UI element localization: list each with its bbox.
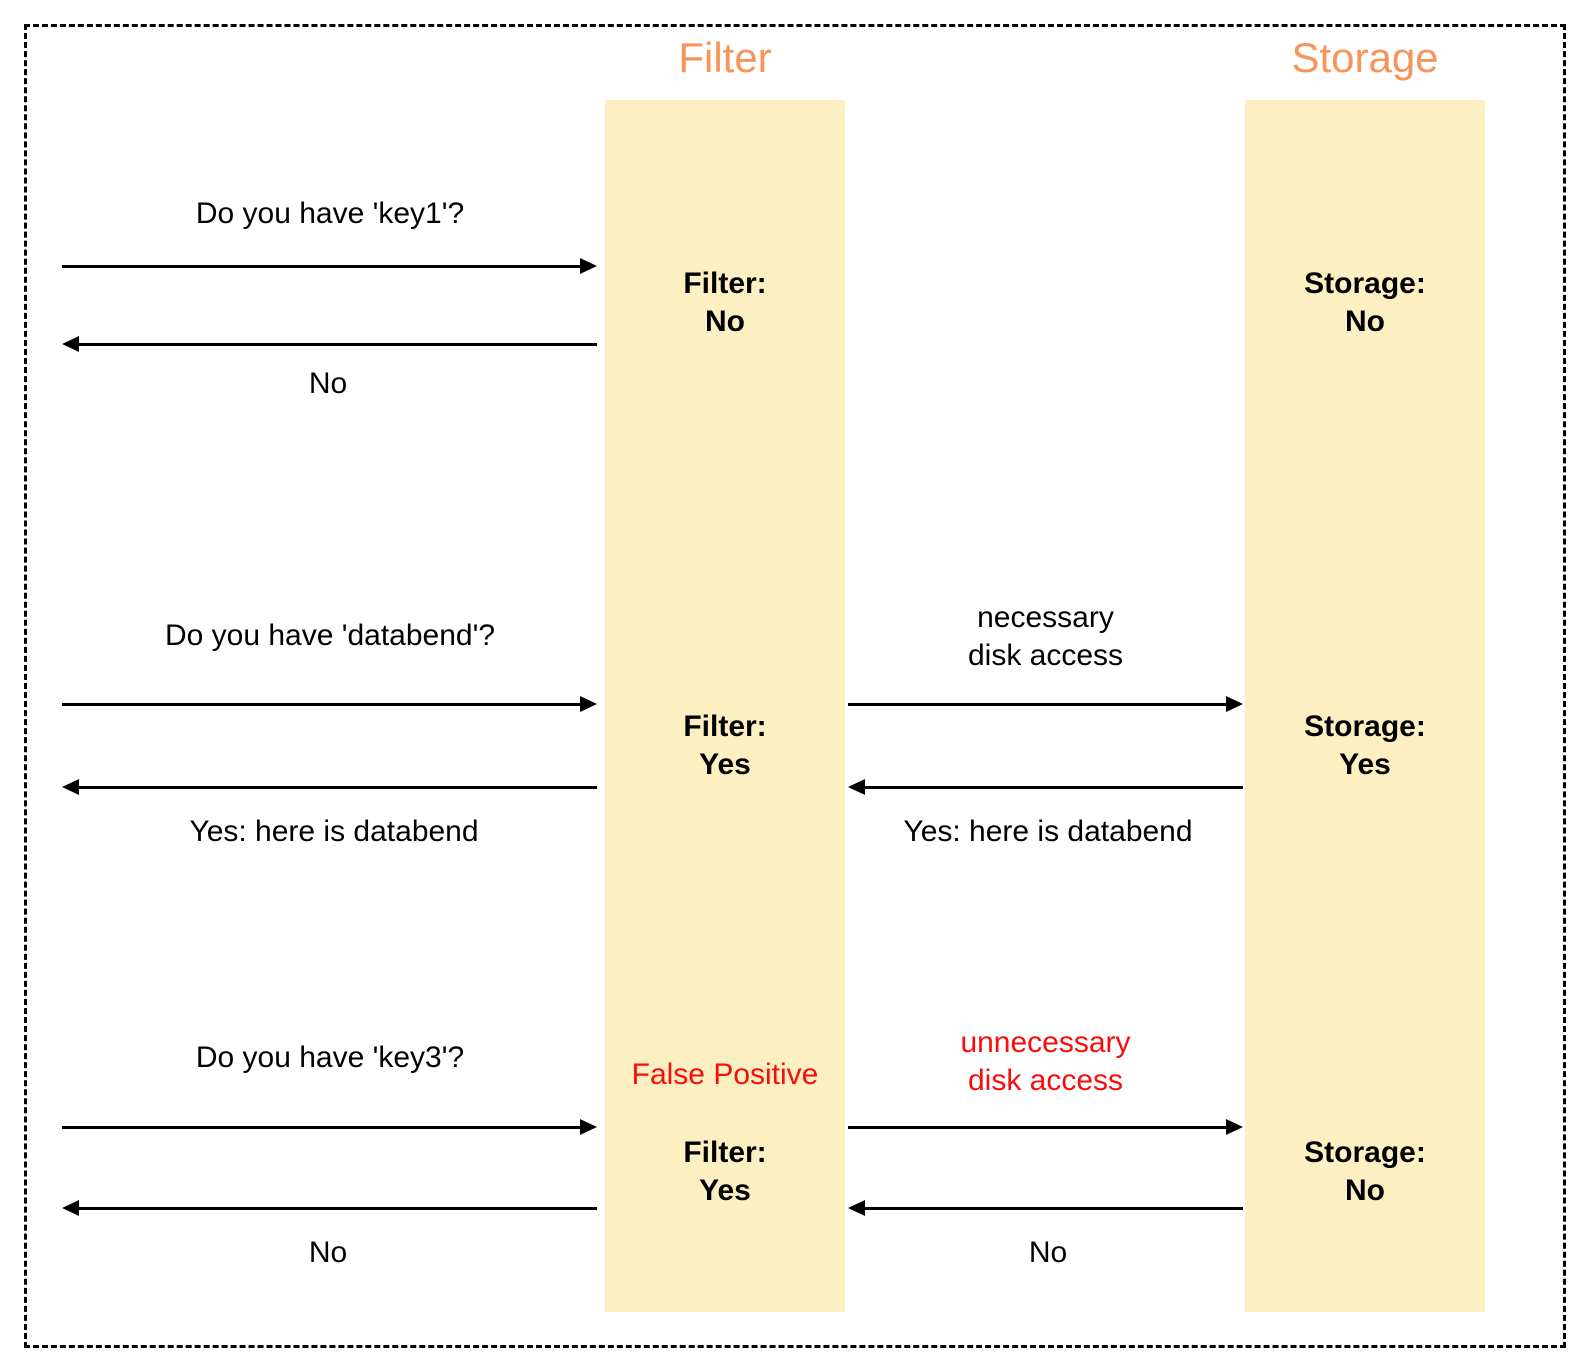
query-key1-label: Do you have 'key1'? bbox=[195, 197, 465, 230]
arrow-filter-to-storage-3 bbox=[848, 1119, 1243, 1135]
arrow-shaft bbox=[860, 786, 1243, 789]
filter-state-value: Yes bbox=[699, 748, 751, 781]
arrowhead-right-icon bbox=[580, 696, 597, 712]
false-positive-annotation: False Positive bbox=[631, 1058, 819, 1091]
storage-state-3: Storage: No bbox=[1245, 1134, 1485, 1210]
arrow-storage-to-filter-3 bbox=[848, 1200, 1243, 1216]
arrowhead-right-icon bbox=[580, 258, 597, 274]
storage-state-value: Yes bbox=[1339, 748, 1391, 781]
arrowhead-left-icon bbox=[62, 779, 79, 795]
query-databend-label: Do you have 'databend'? bbox=[164, 619, 496, 652]
storage-state-label: Storage: bbox=[1304, 710, 1426, 743]
necessary-disk-access-note: necessary disk access bbox=[848, 599, 1243, 675]
filter-state-3: Filter: Yes bbox=[605, 1134, 845, 1210]
filter-state-label: Filter: bbox=[683, 710, 767, 743]
response-no-3-label: No bbox=[308, 1236, 348, 1269]
arrow-shaft bbox=[848, 703, 1231, 706]
storage-state-label: Storage: bbox=[1304, 267, 1426, 300]
arrow-shaft bbox=[62, 703, 585, 706]
arrow-filter-to-client-1 bbox=[62, 336, 597, 352]
storage-title: Storage bbox=[1291, 34, 1439, 81]
arrowhead-right-icon bbox=[580, 1119, 597, 1135]
filter-lifeline bbox=[605, 100, 845, 1312]
arrow-storage-to-filter-2 bbox=[848, 779, 1243, 795]
storage-state-value: No bbox=[1345, 1174, 1385, 1207]
arrowhead-left-icon bbox=[848, 779, 865, 795]
arrowhead-left-icon bbox=[62, 1200, 79, 1216]
disk-note-line1: unnecessary bbox=[960, 1026, 1131, 1059]
storage-state-2: Storage: Yes bbox=[1245, 708, 1485, 784]
arrow-client-to-filter-2 bbox=[62, 696, 597, 712]
unnecessary-disk-access-note: unnecessary disk access bbox=[848, 1024, 1243, 1100]
arrow-filter-to-storage-2 bbox=[848, 696, 1243, 712]
arrow-filter-to-client-3 bbox=[62, 1200, 597, 1216]
arrowhead-right-icon bbox=[1226, 696, 1243, 712]
storage-response-2-label: Yes: here is databend bbox=[903, 815, 1193, 848]
storage-response-3-label: No bbox=[1028, 1236, 1068, 1269]
filter-state-1: Filter: No bbox=[605, 265, 845, 341]
filter-state-value: No bbox=[705, 305, 745, 338]
arrowhead-left-icon bbox=[848, 1200, 865, 1216]
arrow-client-to-filter-1 bbox=[62, 258, 597, 274]
diagram-border bbox=[24, 24, 1566, 1348]
storage-state-1: Storage: No bbox=[1245, 265, 1485, 341]
arrow-shaft bbox=[62, 265, 585, 268]
filter-state-value: Yes bbox=[699, 1174, 751, 1207]
filter-state-label: Filter: bbox=[683, 267, 767, 300]
query-key3-label: Do you have 'key3'? bbox=[195, 1041, 465, 1074]
storage-lifeline bbox=[1245, 100, 1485, 1312]
arrow-client-to-filter-3 bbox=[62, 1119, 597, 1135]
response-no-1-label: No bbox=[308, 367, 348, 400]
arrow-shaft bbox=[860, 1207, 1243, 1210]
arrowhead-right-icon bbox=[1226, 1119, 1243, 1135]
arrow-shaft bbox=[74, 1207, 597, 1210]
arrow-shaft bbox=[62, 1126, 585, 1129]
storage-state-value: No bbox=[1345, 305, 1385, 338]
filter-title: Filter bbox=[678, 34, 772, 81]
arrow-shaft bbox=[74, 786, 597, 789]
response-databend-label: Yes: here is databend bbox=[189, 815, 479, 848]
arrow-filter-to-client-2 bbox=[62, 779, 597, 795]
arrowhead-left-icon bbox=[62, 336, 79, 352]
filter-state-label: Filter: bbox=[683, 1136, 767, 1169]
arrow-shaft bbox=[74, 343, 597, 346]
disk-note-line1: necessary bbox=[977, 601, 1114, 634]
disk-note-line2: disk access bbox=[967, 639, 1124, 672]
storage-state-label: Storage: bbox=[1304, 1136, 1426, 1169]
disk-note-line2: disk access bbox=[967, 1064, 1124, 1097]
arrow-shaft bbox=[848, 1126, 1231, 1129]
filter-state-2: Filter: Yes bbox=[605, 708, 845, 784]
